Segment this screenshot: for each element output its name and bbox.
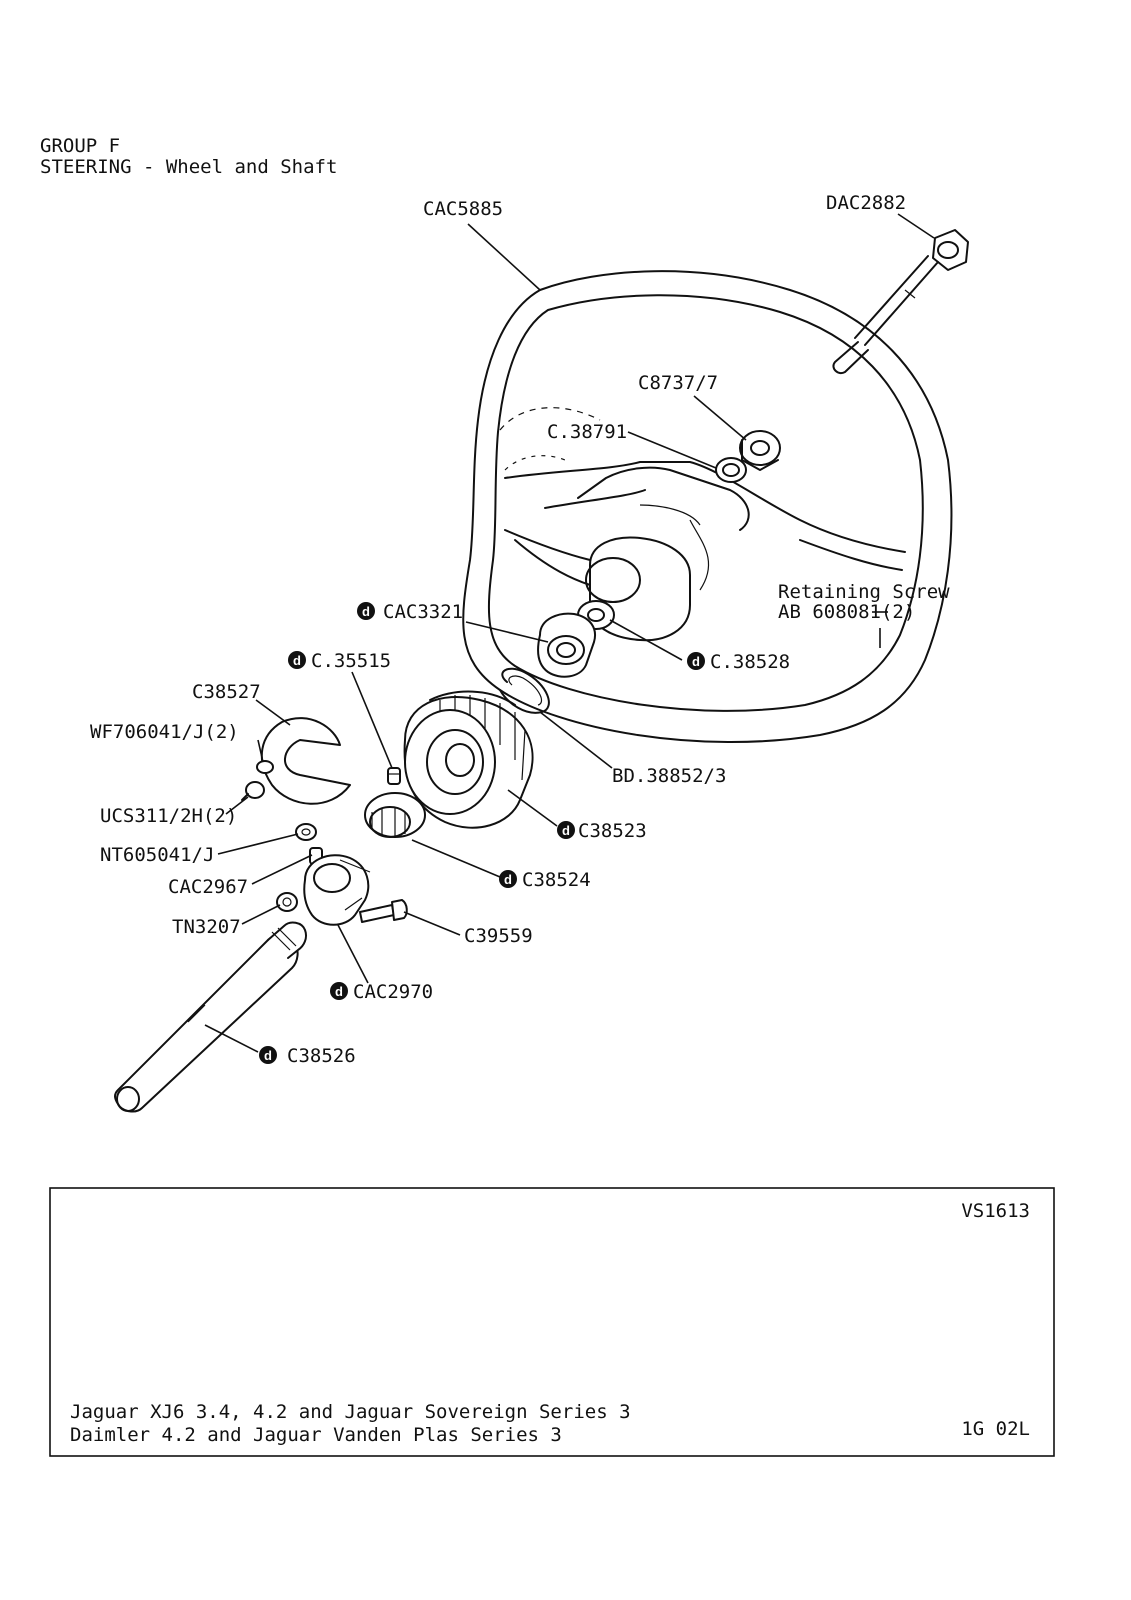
- marker-cac3321: d: [357, 602, 375, 620]
- label-c38527: C38527: [192, 681, 261, 703]
- bush-illustration: [537, 612, 596, 678]
- label-c38523: C38523: [578, 820, 647, 842]
- footer-box: VS1613 Jaguar XJ6 3.4, 4.2 and Jaguar So…: [49, 1187, 1055, 1457]
- label-dac2882: DAC2882: [826, 192, 906, 214]
- horn-push-rod-illustration: [832, 229, 969, 374]
- clamp-bolt-illustration: [359, 899, 408, 923]
- label-bd-38852-3: BD.38852/3: [612, 765, 726, 787]
- nut-illustration: [739, 430, 781, 471]
- marker-letter: d: [362, 604, 370, 619]
- label-ucs311-2h: UCS311/2H(2): [100, 805, 237, 827]
- plate-screw-illustration: [241, 781, 265, 801]
- marker-letter: d: [335, 984, 343, 999]
- label-c-38528: C.38528: [710, 651, 790, 673]
- model-line-1: Jaguar XJ6 3.4, 4.2 and Jaguar Sovereign…: [70, 1401, 631, 1423]
- illustration-reference: VS1613: [961, 1200, 1030, 1222]
- coupling-illustration: [303, 854, 371, 926]
- steering-wheel-illustration: [462, 270, 953, 743]
- label-c39559: C39559: [464, 925, 533, 947]
- marker-c-35515: d: [288, 651, 306, 669]
- label-cac3321: CAC3321: [383, 601, 463, 623]
- marker-letter: d: [504, 872, 512, 887]
- marker-c38526: d: [259, 1046, 277, 1064]
- label-cac2967: CAC2967: [168, 876, 248, 898]
- label-cac5885: CAC5885: [423, 198, 503, 220]
- marker-c38524: d: [499, 870, 517, 888]
- upper-shaft-illustration: [114, 921, 308, 1113]
- label-c38526: C38526: [287, 1045, 356, 1067]
- label-c-35515: C.35515: [311, 650, 391, 672]
- contact-plate-illustration: [260, 717, 351, 805]
- model-line-2: Daimler 4.2 and Jaguar Vanden Plas Serie…: [70, 1424, 562, 1446]
- label-c-38791: C.38791: [547, 421, 627, 443]
- grub-screw-illustration: [387, 767, 401, 785]
- label-c38524: C38524: [522, 869, 591, 891]
- label-retaining-screw: Retaining Screw: [778, 581, 950, 603]
- circlip-illustration: [499, 667, 550, 714]
- plate-washer-illustration: [256, 760, 274, 774]
- washer-illustration: [715, 457, 747, 483]
- marker-letter: d: [264, 1048, 272, 1063]
- label-nt605041-j: NT605041/J: [100, 844, 214, 866]
- label-cac2970: CAC2970: [353, 981, 433, 1003]
- slip-ring-illustration: [364, 792, 426, 838]
- page-code: 1G 02L: [961, 1418, 1030, 1440]
- boss-housing-illustration: [403, 690, 534, 829]
- marker-letter: d: [692, 654, 700, 669]
- marker-letter: d: [293, 653, 301, 668]
- lock-nut-illustration: [295, 823, 317, 841]
- marker-c38523: d: [557, 821, 575, 839]
- label-c8737-7: C8737/7: [638, 372, 718, 394]
- group-heading: GROUP F: [40, 135, 120, 157]
- marker-letter: d: [562, 823, 570, 838]
- label-wf706041-j: WF706041/J(2): [90, 721, 239, 743]
- label-tn3207: TN3207: [172, 916, 241, 938]
- clamp-nut-illustration: [276, 892, 298, 912]
- label-ab-608081: AB 608081(2): [778, 601, 915, 623]
- marker-c-38528: d: [687, 652, 705, 670]
- section-title: STEERING - Wheel and Shaft: [40, 156, 337, 178]
- marker-cac2970: d: [330, 982, 348, 1000]
